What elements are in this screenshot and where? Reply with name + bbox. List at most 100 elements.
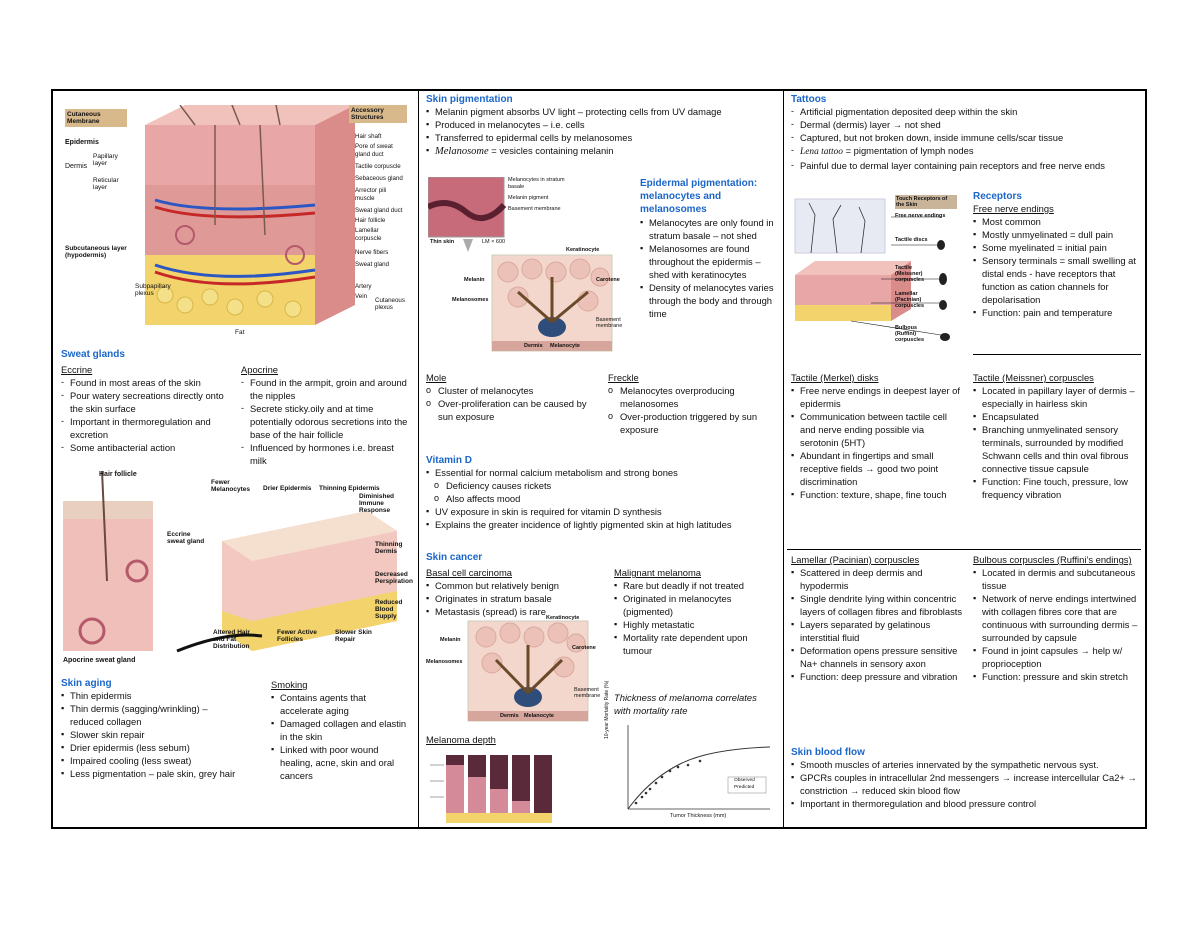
accessory-list: Hair shaft Pore of sweat gland duct Tact… [355,133,405,301]
legend-observed: Observed [734,778,755,783]
mole-title: Mole [426,372,447,383]
graph-xlabel: Tumor Thickness (mm) [670,813,727,819]
list-item: Cluster of melanocytes [426,384,594,397]
list-item: Produced in melanocytes – i.e. cells [426,118,776,131]
label-nerve: Nerve fibers [355,249,389,256]
list-item: Originates in stratum basale [426,592,606,605]
melanoma-depth-figure [426,751,576,827]
list-item: Some antibacterial action [61,441,229,454]
vitamin-d-title: Vitamin D [426,455,472,466]
divider-mid [787,549,1141,550]
list-item: Artificial pigmentation deposited deep w… [791,105,1143,118]
reticular-label: Reticular layer [93,177,119,191]
list-item: Transferred to epidermal cells by melano… [426,131,776,144]
list-item: Common but relatively benign [426,579,606,592]
skin-aging-title: Skin aging [61,678,112,689]
label-melanin-pigment: Melanin pigment [508,195,549,201]
list-item: Over-production triggered by sun exposur… [608,410,776,436]
label-fewer-follicles: Fewer Active Follicles [277,629,317,643]
graph-legend: Observed Predicted [734,777,755,791]
list-item: Less pigmentation – pale skin, grey hair [61,767,237,780]
list-item: GPCRs couples in intracellular 2nd messe… [791,771,1143,797]
list-item: Abundant in fingertips and small recepti… [791,449,963,488]
touch-receptors-illustration [794,198,950,341]
list-item: Branching unmyelinated sensory terminals… [973,423,1143,475]
label-thin-skin: Thin skin [430,239,455,245]
label-pore: Pore of sweat gland duct [355,143,393,158]
malignant-list: Rare but deadly if not treated Originate… [614,579,776,657]
meissner-section: Tactile (Meissner) corpuscles Located in… [973,371,1143,501]
melanocyte-figure: Melanocytes in stratum basale Melanin pi… [426,176,628,357]
label-altered-hair: Altered Hair and Fat Distribution [213,629,250,650]
receptors-title: Receptors [973,191,1022,202]
list-item: Drier epidermis (less sebum) [61,741,237,754]
label-cutaneous-plexus: Cutaneous plexus [375,297,405,311]
label-decreased-perspiration: Decreased Perspiration [375,571,413,585]
epidermal-list: Melanocytes are only found in stratum ba… [640,216,776,320]
pacinian-title: Lamellar (Pacinian) corpuscles [791,554,920,565]
label-free-nerve: Free nerve endings [895,213,946,219]
list-item: Some myelinated = initial pain [973,241,1143,254]
list-item: Dermal (dermis) layer → not shed [791,118,1143,131]
skin-anatomy-figure: Cutaneous Membrane Epidermis Dermis Papi… [65,99,407,345]
list-item: Located in dermis and subcutaneous tissu… [973,566,1143,592]
basal-title: Basal cell carcinoma [426,567,512,578]
label-melanin-b: Melanin [440,637,461,643]
list-item: Explains the greater incidence of lightl… [426,518,778,531]
list-item: Pour watery secreations directly onto th… [61,389,229,415]
list-item: Found in most areas of the skin [61,376,229,389]
vitamin-d-section: Vitamin D Essential for normal calcium m… [426,455,778,531]
label-melanocytes-basale: Melanocytes in stratum basale [508,177,565,190]
column-1: Cutaneous Membrane Epidermis Dermis Papi… [53,91,419,827]
blood-flow-section: Skin blood flow Smooth muscles of arteri… [791,747,1143,810]
list-item: Encapsulated [973,410,1143,423]
melanosome-def: = vesicles containing melanin [488,145,614,156]
label-thinning-dermis: Thinning Dermis [375,541,403,555]
list-item: Density of melanocytes varies through th… [640,281,776,320]
label-sebaceous: Sebaceous gland [355,175,403,182]
list-item: Mostly unmyelinated = dull pain [973,228,1143,241]
label-meissner: Tactile (Meissner) corpuscles [895,265,925,283]
cutaneous-membrane-label: Cutaneous Membrane [65,109,127,127]
list-item: Melanosomes are found throughout the epi… [640,242,776,281]
pacinian-section: Lamellar (Pacinian) corpuscles Scattered… [791,553,963,683]
ruffini-list: Located in dermis and subcutaneous tissu… [973,566,1143,683]
skin-cancer-title: Skin cancer [426,552,483,563]
list-item: Important in thermoregulation and blood … [791,797,1143,810]
basal-section: Basal cell carcinoma Common but relative… [426,566,606,618]
smoking-list: Contains agents that accelerate aging Da… [271,691,411,782]
malignant-section: Malignant melanoma Rare but deadly if no… [614,566,776,657]
melanoma-depth-title: Melanoma depth [426,734,496,745]
freckle-title: Freckle [608,372,639,383]
label-dermis-b: Dermis [500,713,519,719]
mortality-chart [627,725,771,810]
label-ruffini: Bulbous (Ruffini) corpuscles [895,325,925,343]
blood-flow-list: Smooth muscles of arteries innervated by… [791,758,1143,810]
label-thinning-epidermis: Thinning Epidermis [319,485,380,492]
list-item: Linked with poor wound healing, acne, sk… [271,743,411,782]
list-item: Melanocytes overproducing melanosomes [608,384,776,410]
receptors-list: Most common Mostly unmyelinated = dull p… [973,215,1143,319]
meissner-list: Located in papillary layer of dermis – e… [973,384,1143,501]
smoking-title: Smoking [271,679,308,690]
list-item: Originated in melanocytes (pigmented) [614,592,776,618]
skin-aging-section: Skin aging Thin epidermis Thin dermis (s… [61,678,237,780]
epidermal-title: Epidermal pigmentation: melanocytes and … [640,178,758,215]
list-item: Important in thermoregulation and excret… [61,415,229,441]
freckle-section: Freckle Melanocytes overproducing melano… [608,371,776,436]
list-item: Captured, but not broken down, inside im… [791,131,1143,144]
hair-follicle-label: Hair follicle [99,471,137,478]
melanoma-depth-illustration [430,755,552,823]
label-keratinocyte: Keratinocyte [566,247,600,253]
column-2: Skin pigmentation Melanin pigment absorb… [418,91,784,827]
list-item: Painful due to dermal layer containing p… [791,159,1143,172]
papillary-label: Papillary layer [93,153,118,167]
pigmentation-title: Skin pigmentation [426,94,513,105]
label-tactile-discs: Tactile discs [895,237,928,243]
label-hair-shaft: Hair shaft [355,133,382,140]
list-item: Metastasis (spread) is rare [426,605,606,618]
label-carotene-b: Carotene [572,645,596,651]
list-item: Also affects mood [434,492,778,505]
label-lamellar: Lamellar corpuscle [355,227,382,242]
study-sheet: Cutaneous Membrane Epidermis Dermis Papi… [51,89,1147,829]
